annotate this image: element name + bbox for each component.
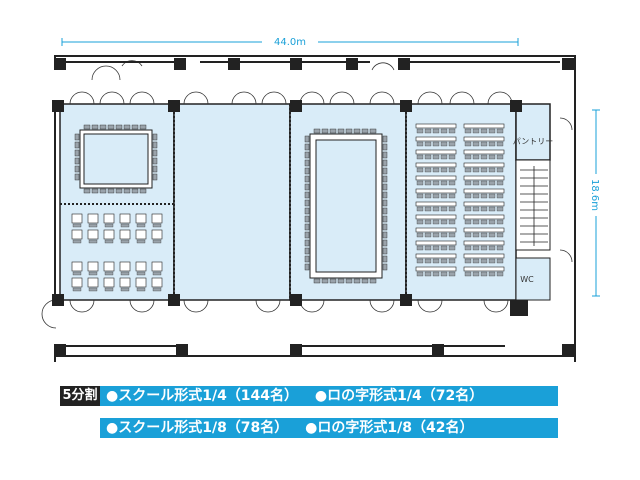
wc-label: WC	[520, 275, 534, 284]
u-shape-layout-small	[79, 129, 153, 189]
width-dimension-label: 44.0m	[274, 37, 306, 48]
service-area: パントリー WC	[513, 137, 553, 301]
pantry-label: パントリー	[513, 137, 553, 146]
school-layout-large	[415, 123, 505, 277]
door-arcs	[41, 60, 573, 329]
legend-school-quarter: ●スクール形式1/4（144名）	[106, 388, 299, 404]
columns	[52, 58, 574, 356]
school-layout-small	[71, 213, 163, 292]
legend-school-eighth: ●スクール形式1/8（78名）	[106, 420, 289, 436]
chairs-u2	[304, 128, 388, 284]
u-shape-layout-large	[309, 133, 383, 279]
legend-row-1: ●スクール形式1/4（144名） ●ロの字形式1/4（72名）	[100, 386, 558, 406]
room-section-2	[173, 103, 291, 301]
pantry-room	[515, 103, 551, 161]
height-dimension-label: 18.6m	[589, 179, 600, 211]
legend-u-shape-quarter: ●ロの字形式1/4（72名）	[314, 388, 484, 404]
legend-u-shape-eighth: ●ロの字形式1/8（42名）	[305, 420, 474, 436]
chairs-u1	[74, 124, 158, 194]
partitions	[60, 104, 407, 300]
legend-row-2: ●スクール形式1/8（78名） ●ロの字形式1/8（42名）	[100, 418, 558, 438]
division-tag: 5分割	[60, 386, 100, 406]
